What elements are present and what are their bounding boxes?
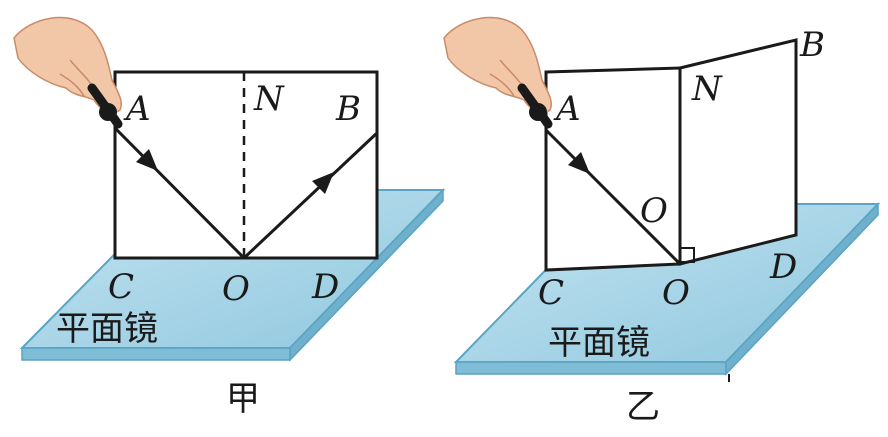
mirror-label-a: 平面镜 [56,309,158,349]
plane-mirror-b [453,202,881,382]
label-C-b: C [538,273,564,313]
incident-ray-b [544,128,682,266]
hand-icon-a [13,16,123,129]
reflected-ray-a [242,131,379,260]
screen-a [113,70,379,260]
label-N-a: N [253,79,285,119]
incident-ray-a [113,126,246,260]
hand-icon-b [443,16,553,129]
mirror-label-b: 平面镜 [548,323,650,363]
label-D-a: D [311,267,339,307]
label-D-b: D [769,247,797,287]
reflected-arrow-a [312,172,334,194]
incident-arrow-b [568,152,590,174]
figure-b: A N B O C O D 平面镜 乙 [443,16,881,427]
label-O-b: O [662,273,690,313]
label-O-a: O [222,269,250,309]
incident-arrow-a [136,149,158,171]
caption-a: 甲 [226,379,260,419]
caption-b: 乙 [626,387,660,427]
label-A-a: A [123,89,151,129]
label-A-b: A [553,89,581,129]
label-B-a: B [335,89,361,129]
figure-a: A N B C O D 平面镜 甲 [13,16,446,419]
right-angle-mark-b [679,247,695,263]
label-N-b: N [691,69,723,109]
label-O-ray-b: O [640,191,668,231]
label-C-a: C [108,267,134,307]
label-B-b: B [799,25,825,65]
